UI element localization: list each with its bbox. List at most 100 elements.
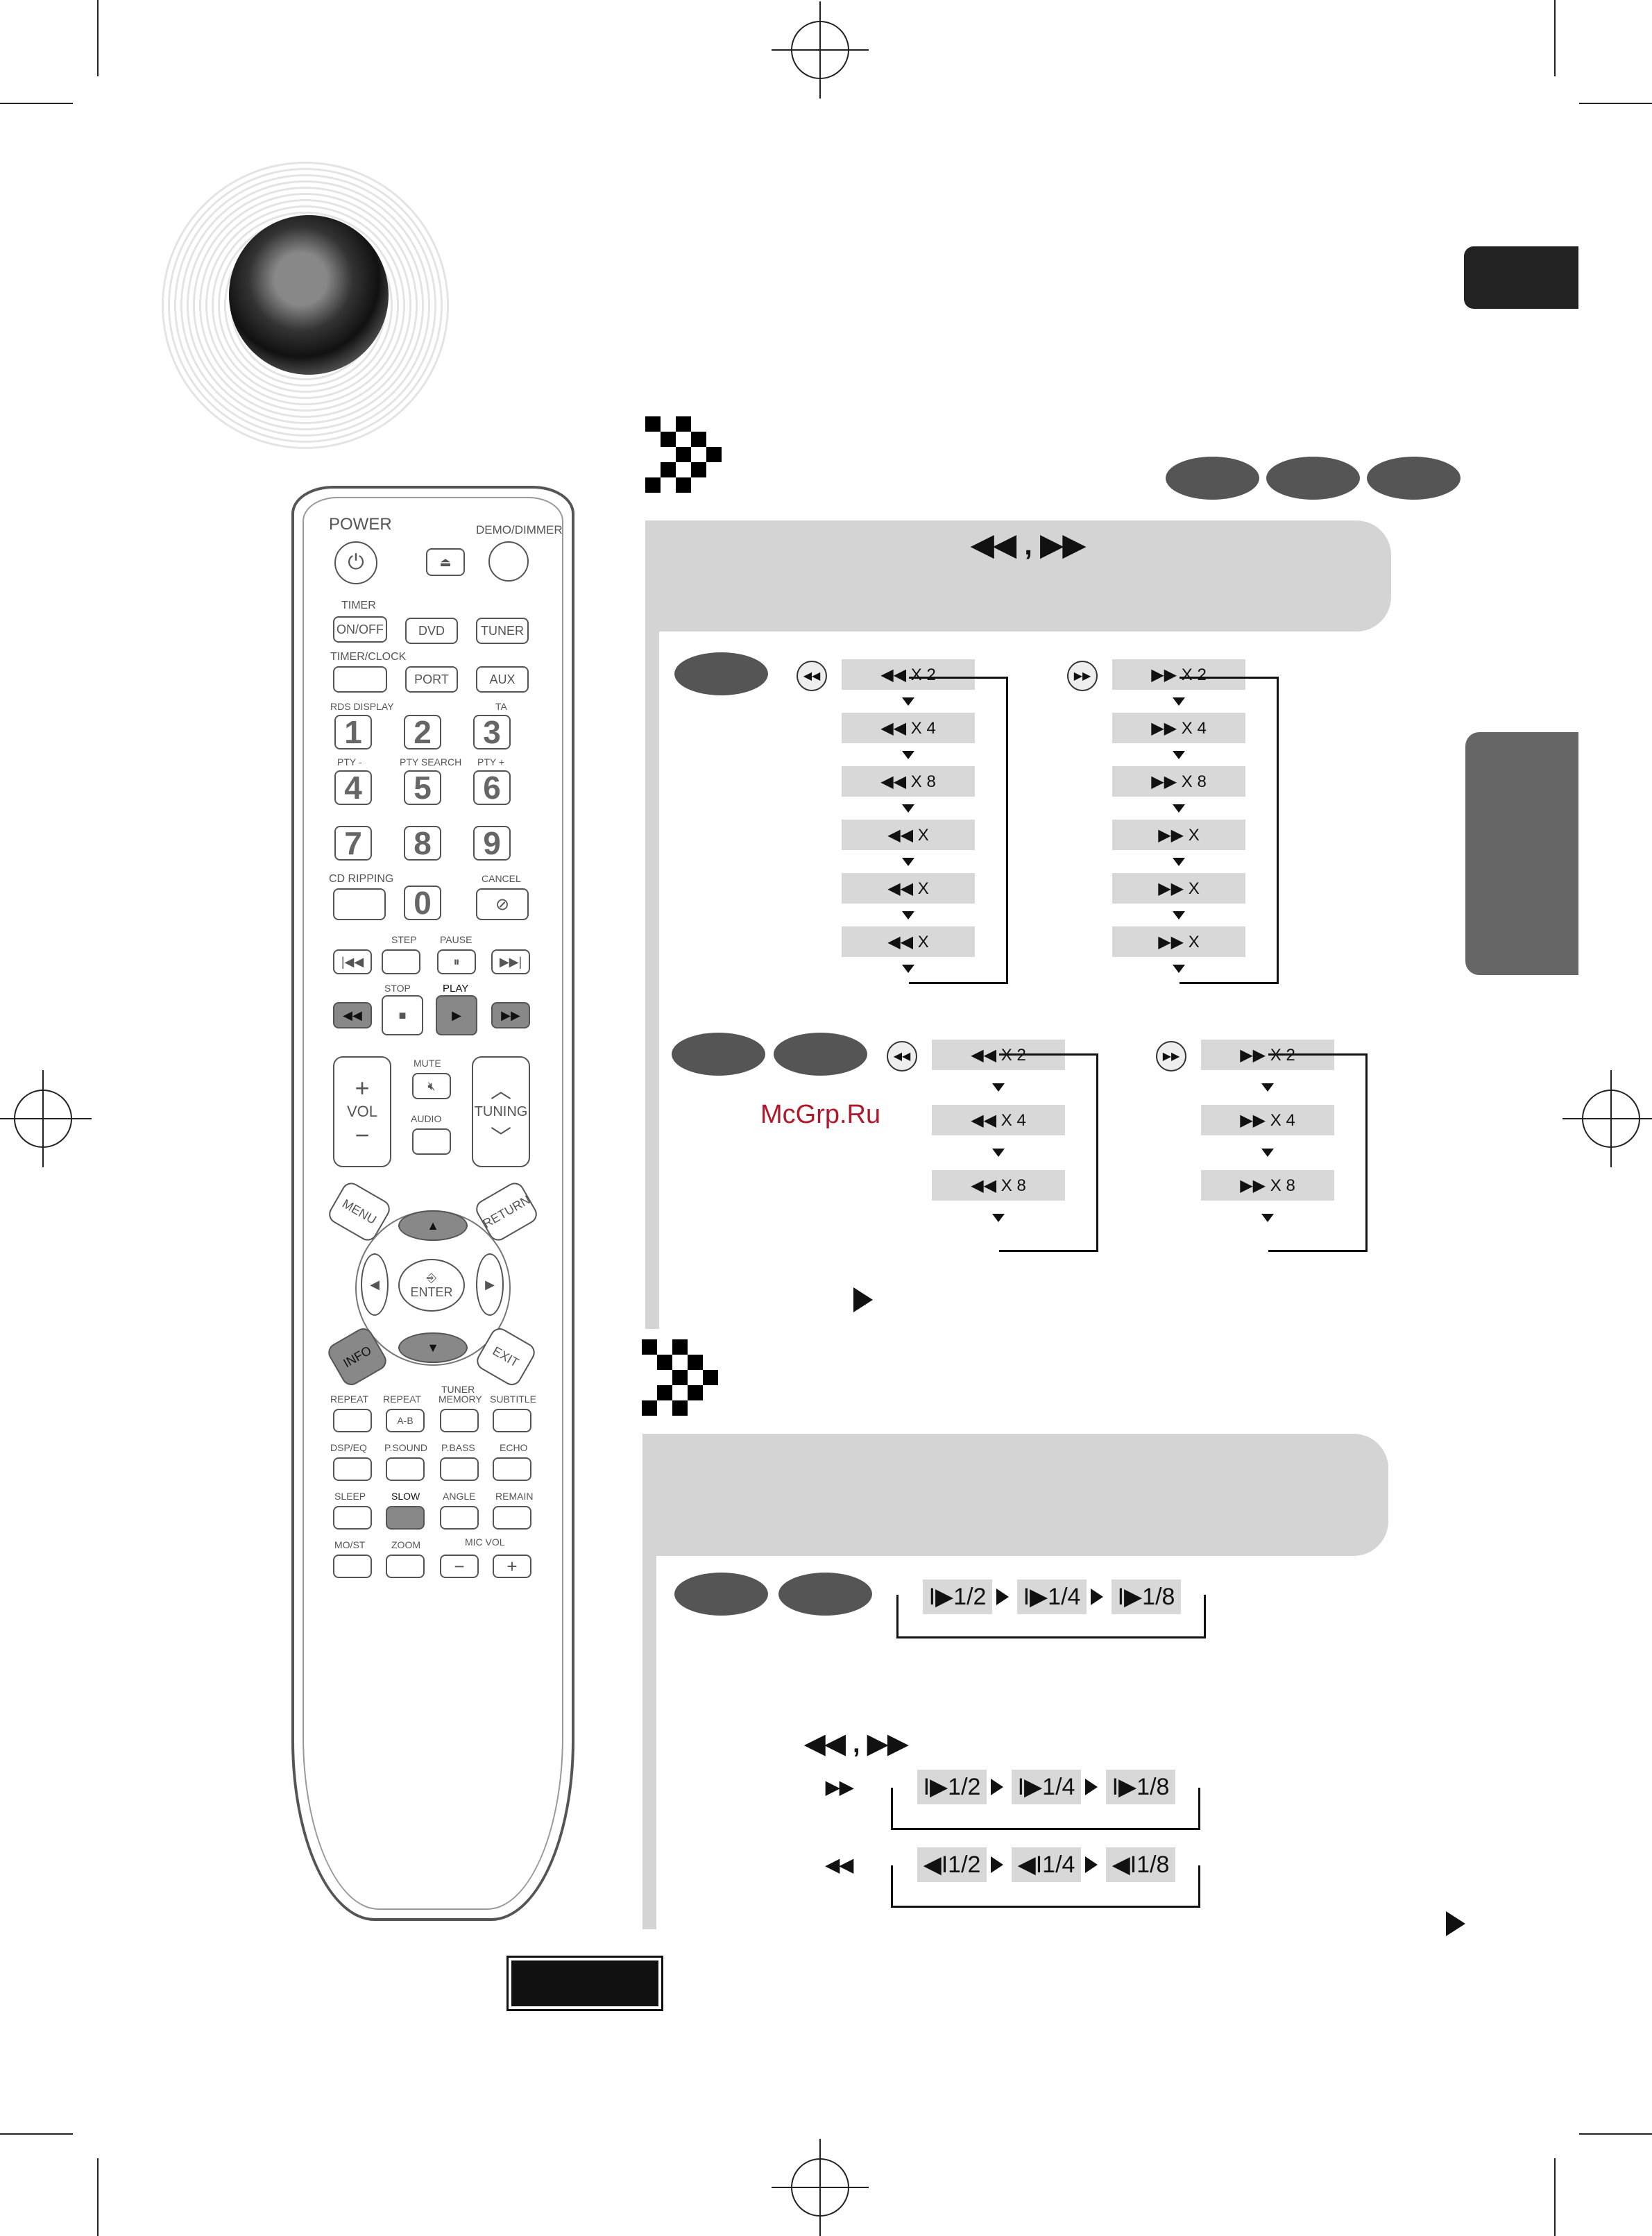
loop-line [1268, 1053, 1368, 1252]
slow-step-box: I▶1/4 [1012, 1770, 1081, 1804]
repeat-button[interactable] [333, 1409, 372, 1432]
left-arrow-button[interactable]: ◀ [361, 1253, 389, 1316]
up-arrow-button[interactable]: ▲ [398, 1210, 468, 1241]
down-arrow-button[interactable]: ▼ [398, 1332, 468, 1363]
speed-step-box: ◀◀ X [842, 820, 975, 850]
tuner-button[interactable]: TUNER [476, 618, 529, 644]
slow-step-box: I▶1/2 [917, 1770, 987, 1804]
mo-st-button[interactable] [333, 1555, 372, 1578]
play-label: PLAY [443, 983, 469, 994]
speed-step-box: ▶▶ X [1112, 873, 1245, 904]
skip-back-button[interactable]: |◀◀ [333, 949, 372, 974]
loop-line [891, 1865, 1200, 1908]
aux-button[interactable]: AUX [476, 666, 529, 693]
digit-7-button[interactable]: 7 [334, 825, 372, 861]
speed-step-box: ▶▶ X 8 [1201, 1170, 1334, 1201]
dvd-button[interactable]: DVD [405, 618, 458, 644]
down-arrow-icon [1173, 750, 1185, 759]
section2-symbols: ◀◀ , ▶▶ [805, 1729, 908, 1759]
sleep-button[interactable] [333, 1506, 372, 1530]
dsp-eq-label: DSP/EQ [330, 1442, 367, 1453]
rewind-button[interactable]: ◀◀ [333, 1002, 372, 1028]
audio-button[interactable] [412, 1128, 451, 1155]
mic-vol-down-button[interactable]: − [440, 1555, 479, 1578]
remain-button[interactable] [493, 1506, 531, 1530]
down-arrow-icon [902, 857, 914, 866]
slow-step-box: ◀I1/4 [1012, 1847, 1081, 1882]
digit-8-button[interactable]: 8 [404, 825, 441, 861]
down-arrow-icon [902, 911, 914, 920]
stop-button[interactable]: ■ [382, 995, 423, 1035]
pause-label: PAUSE [440, 934, 472, 945]
rds-display-label: RDS DISPLAY [330, 701, 394, 712]
speed-step-box: ◀◀ X 4 [932, 1105, 1065, 1135]
power-button[interactable]: ⏻ [334, 541, 377, 584]
chapter-tab [1465, 732, 1578, 975]
crop-mark [0, 103, 73, 104]
crop-mark [1554, 0, 1556, 76]
pause-button[interactable]: ⏸ [437, 949, 476, 974]
registration-mark [1562, 1070, 1652, 1167]
timer-clock-button[interactable] [333, 666, 387, 693]
digit-2-button[interactable]: 2 [404, 714, 441, 750]
eject-button[interactable]: ⏏ [426, 548, 465, 576]
disc-type-badge [778, 1573, 872, 1616]
speed-step-box: ◀◀ X [842, 926, 975, 957]
demo-dimmer-label: DEMO/DIMMER [476, 523, 563, 536]
digit-4-button[interactable]: 4 [334, 770, 372, 806]
dsp-eq-button[interactable] [333, 1457, 372, 1481]
digit-5-button[interactable]: 5 [404, 770, 441, 806]
tuning-rocker[interactable]: ︿TUNING﹀ [472, 1056, 530, 1167]
angle-button[interactable] [440, 1506, 479, 1530]
fast-forward-button[interactable]: ▶▶ [491, 1002, 530, 1028]
timer-label: TIMER [341, 600, 376, 611]
echo-button[interactable] [493, 1457, 531, 1481]
digit-3-button[interactable]: 3 [473, 714, 511, 750]
tuner-memory-button[interactable] [440, 1409, 479, 1432]
digit-0-button[interactable]: 0 [404, 885, 441, 921]
mute-label: MUTE [414, 1058, 441, 1069]
speed-step-box: ◀◀ X 2 [842, 659, 975, 690]
right-arrow-icon [996, 1589, 1009, 1605]
slow-button[interactable] [386, 1506, 425, 1530]
registration-mark [0, 1070, 92, 1167]
p-bass-button[interactable] [440, 1457, 479, 1481]
digit-6-button[interactable]: 6 [473, 770, 511, 806]
rewind-icon: ◀◀ [797, 661, 827, 691]
right-arrow-button[interactable]: ▶ [476, 1253, 504, 1316]
mic-vol-label: MIC VOL [465, 1536, 505, 1548]
play-button[interactable]: ▶ [436, 995, 477, 1035]
p-sound-button[interactable] [386, 1457, 425, 1481]
cancel-button[interactable]: ⊘ [476, 888, 529, 920]
remote-control: POWER ⏻ ⏏ DEMO/DIMMER TIMER ON/OFF DVD T… [291, 486, 574, 1921]
speed-step-box: ◀◀ X 8 [932, 1170, 1065, 1201]
down-arrow-icon [1173, 804, 1185, 813]
digit-1-button[interactable]: 1 [334, 714, 372, 750]
enter-button[interactable]: ⎆ENTER [398, 1259, 465, 1312]
crop-mark [1554, 2158, 1556, 2236]
disc-type-badge [1367, 457, 1461, 500]
mute-button[interactable]: 🔇︎ [412, 1073, 451, 1099]
rewind-icon: ◀◀ [826, 1854, 853, 1875]
subtitle-button[interactable] [493, 1409, 531, 1432]
tuner-memory-label-1: TUNER [441, 1384, 475, 1395]
speed-step-box: ◀◀ X 4 [842, 713, 975, 743]
step-button[interactable] [382, 949, 420, 974]
section2-left-rule [642, 1548, 656, 1929]
demo-dimmer-button[interactable] [488, 541, 529, 582]
repeat-ab-button[interactable]: A-B [386, 1409, 425, 1432]
crop-mark [1579, 2133, 1652, 2135]
mo-st-label: MO/ST [334, 1539, 366, 1550]
port-button[interactable]: PORT [405, 666, 458, 693]
disc-type-badge [774, 1033, 867, 1076]
volume-rocker[interactable]: +VOL− [333, 1056, 391, 1167]
step-label: STEP [391, 934, 417, 945]
skip-forward-button[interactable]: ▶▶| [491, 949, 530, 974]
cd-ripping-button[interactable] [333, 888, 386, 920]
watermark: McGrp.Ru [760, 1100, 881, 1129]
digit-9-button[interactable]: 9 [473, 825, 511, 861]
zoom-button[interactable] [386, 1555, 425, 1578]
mic-vol-up-button[interactable]: + [493, 1555, 531, 1578]
ta-label: TA [495, 701, 507, 712]
timer-on-off-button[interactable]: ON/OFF [333, 616, 387, 643]
